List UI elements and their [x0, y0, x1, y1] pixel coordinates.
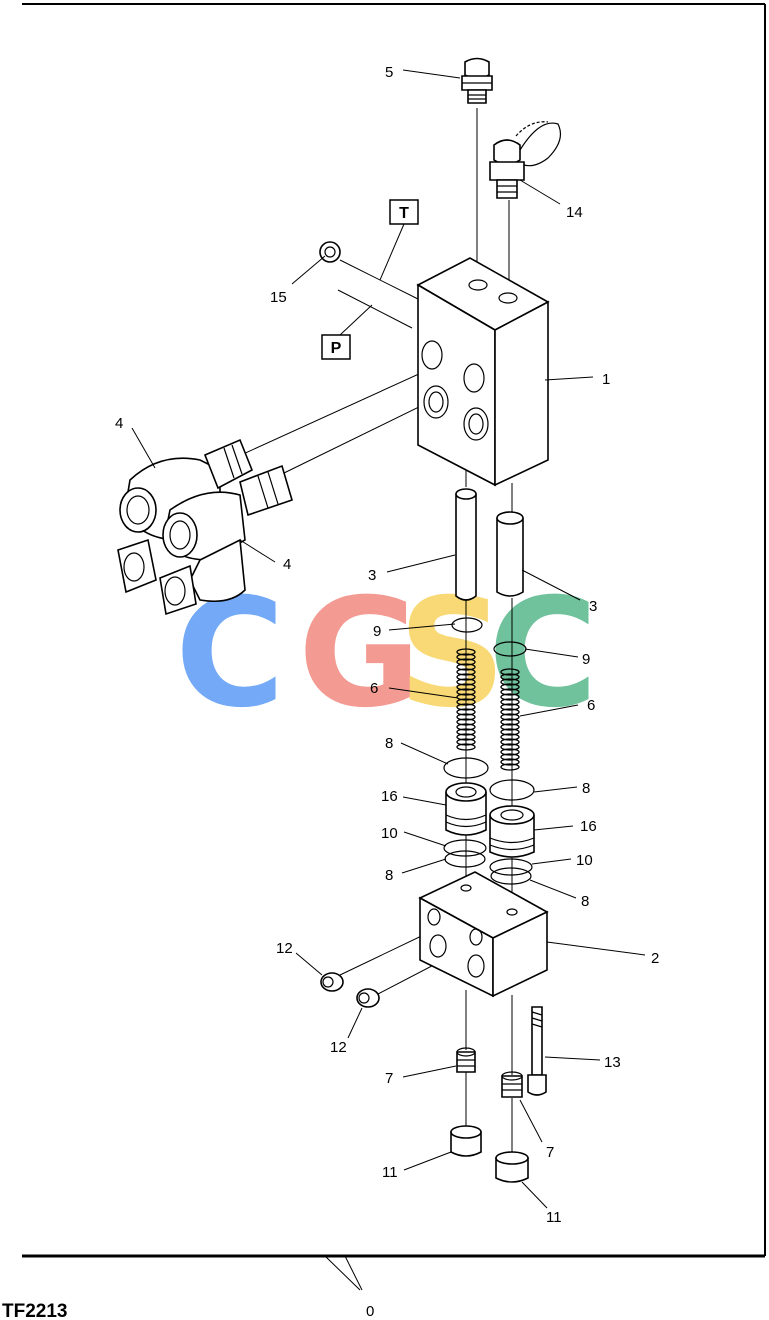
callout-9-left: 9	[373, 623, 381, 640]
part-1-upper-manifold	[416, 257, 550, 487]
spring-coil	[456, 678, 476, 686]
callout-8-c: 8	[385, 867, 393, 884]
spring-coil	[500, 728, 520, 736]
callout-16-left: 16	[381, 788, 398, 805]
spring-coil	[500, 693, 520, 701]
callout-2: 2	[651, 950, 659, 967]
spring-coil	[456, 698, 476, 706]
spring-coil	[456, 708, 476, 716]
spring-coil	[500, 708, 520, 716]
watermark-letter-3: S	[398, 567, 506, 741]
spring-coil	[456, 718, 476, 726]
figure-id: TF2213	[2, 1301, 67, 1320]
callout-7-right: 7	[546, 1144, 554, 1161]
spring-coil	[456, 683, 476, 691]
callout-7-left: 7	[385, 1070, 393, 1087]
spring-coil	[456, 723, 476, 731]
callout-16-right: 16	[580, 818, 597, 835]
callout-8-b: 8	[582, 780, 590, 797]
port-label-t: T	[379, 199, 419, 281]
spring-coil	[500, 698, 520, 706]
part-11-plugs	[450, 1125, 529, 1183]
callout-numbers: 5 14 15 1 4 4 3 3 9 9 6 6 8 8 16 16 10 1…	[115, 64, 659, 1226]
spring-coil	[456, 688, 476, 696]
part-4-solenoid-valve-a	[119, 438, 254, 541]
port-label-p: P	[321, 304, 373, 360]
spring-coil	[456, 738, 476, 746]
part-12-plugs	[320, 972, 380, 1008]
spring-coil	[500, 673, 520, 681]
callout-10-right: 10	[576, 852, 593, 869]
callout-10-left: 10	[381, 825, 398, 842]
part-5-plug	[461, 57, 493, 104]
part-15-plug	[319, 241, 341, 263]
callout-1: 1	[602, 371, 610, 388]
part-3-pistons	[455, 488, 524, 601]
page-index: 0	[366, 1303, 374, 1320]
spring-coil	[500, 743, 520, 751]
spring-coil	[456, 713, 476, 721]
part-7-orifices	[456, 1047, 523, 1098]
callout-3-left: 3	[368, 567, 376, 584]
spring-coil	[500, 753, 520, 761]
page-frame	[22, 3, 766, 1291]
spring-coil	[456, 663, 476, 671]
callout-11-left: 11	[382, 1164, 398, 1181]
part-10-backup-rings	[443, 839, 533, 876]
spring-coil	[456, 703, 476, 711]
spring-coil	[500, 758, 520, 766]
port-p-text: P	[331, 340, 342, 357]
callout-14: 14	[566, 204, 583, 221]
part-16-cups	[445, 782, 535, 858]
spring-coil	[456, 673, 476, 681]
spring-coil	[500, 688, 520, 696]
spring-coil	[500, 668, 520, 676]
spring-coil	[456, 728, 476, 736]
spring-coil	[456, 648, 476, 656]
spring-coil	[500, 718, 520, 726]
callout-12-lower: 12	[330, 1039, 347, 1056]
callout-11-right: 11	[546, 1209, 562, 1226]
spring-coil	[456, 668, 476, 676]
spring-coil	[500, 703, 520, 711]
callout-8-a: 8	[385, 735, 393, 752]
callout-4-upper: 4	[115, 415, 123, 432]
spring-coil	[500, 733, 520, 741]
callout-12-upper: 12	[276, 940, 293, 957]
watermark-letter-2: G	[298, 567, 421, 741]
callout-6-right: 6	[587, 697, 595, 714]
spring-coil	[500, 683, 520, 691]
spring-coil	[500, 713, 520, 721]
callout-4-lower: 4	[283, 556, 291, 573]
spring-coil	[500, 678, 520, 686]
callout-15: 15	[270, 289, 287, 306]
part-14-test-coupling	[489, 121, 561, 199]
callout-9-right: 9	[582, 651, 590, 668]
part-13-cap-screw	[527, 1006, 547, 1096]
spring-coil	[500, 723, 520, 731]
part-2-lower-manifold	[418, 871, 549, 998]
callout-5: 5	[385, 64, 393, 81]
spring-coil	[456, 743, 476, 751]
spring-coil	[456, 658, 476, 666]
callout-8-d: 8	[581, 893, 589, 910]
part-6-springs	[456, 648, 520, 771]
callout-leaders	[131, 69, 646, 1209]
spring-coil	[456, 653, 476, 661]
port-t-text: T	[399, 205, 409, 222]
spring-coil	[500, 763, 520, 771]
spring-coil	[500, 738, 520, 746]
spring-coil	[456, 693, 476, 701]
callout-3-right: 3	[589, 598, 597, 615]
spring-coil	[456, 733, 476, 741]
part-4-solenoid-valve-b	[117, 464, 293, 616]
callout-6-left: 6	[370, 680, 378, 697]
spring-coil	[500, 748, 520, 756]
callout-13: 13	[604, 1054, 621, 1071]
